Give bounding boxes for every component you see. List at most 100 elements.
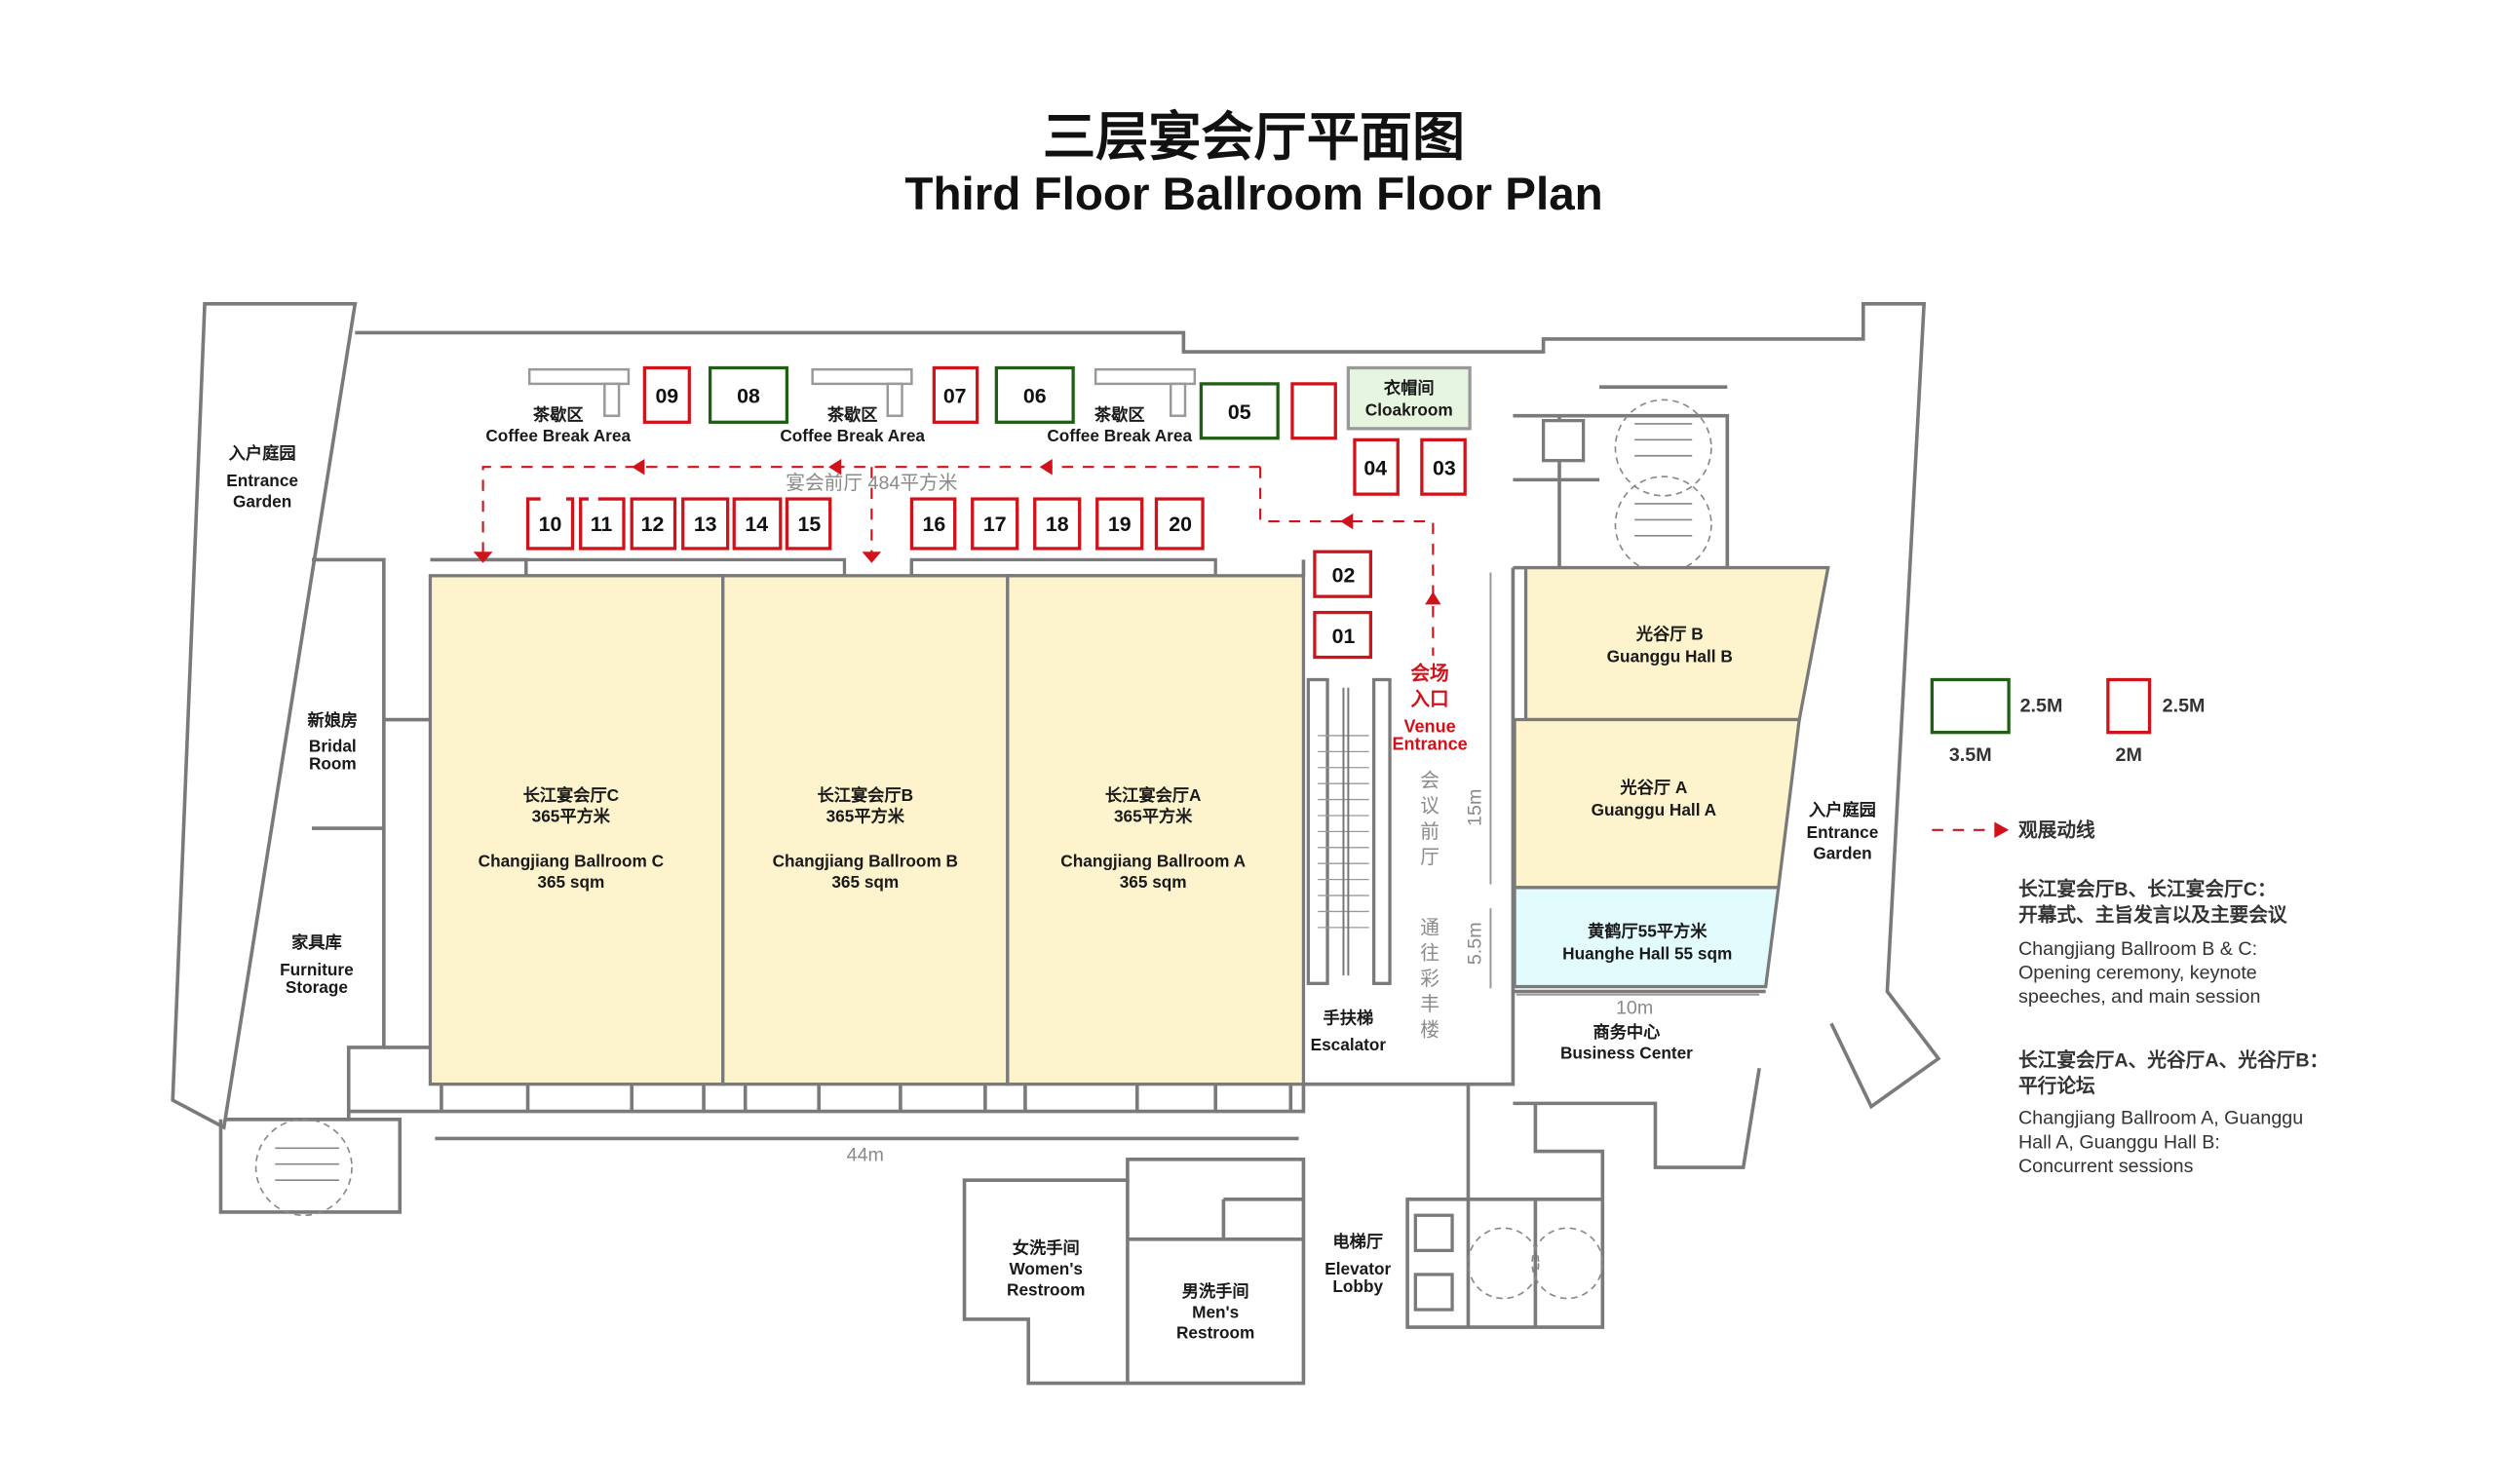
huanghe-hall[interactable]: 黄鹤厅55平方米 Huanghe Hall 55 sqm	[1513, 886, 1781, 989]
svg-text:08: 08	[737, 385, 760, 408]
booth-05[interactable]: 05	[1199, 382, 1280, 440]
svg-text:衣帽间: 衣帽间	[1384, 378, 1435, 398]
booth-18[interactable]: 18	[1033, 497, 1082, 551]
svg-text:Room: Room	[309, 753, 357, 773]
guanggu-hall-b[interactable]: 光谷厅 B Guanggu Hall B	[1523, 565, 1830, 722]
svg-text:18: 18	[1046, 513, 1069, 536]
svg-text:厅: 厅	[1420, 847, 1439, 868]
svg-text:长江宴会厅A: 长江宴会厅A	[1105, 785, 1202, 805]
ballroom-c[interactable]: 长江宴会厅C 365平方米 Changjiang Ballroom C 365 …	[428, 574, 725, 1086]
svg-text:Restroom: Restroom	[1176, 1323, 1254, 1343]
furniture-storage: 家具库 Furniture Storage	[280, 932, 354, 997]
svg-text:长江宴会厅B: 长江宴会厅B	[818, 785, 914, 805]
dimension-5-5m: 5.5m	[1465, 922, 1486, 965]
booth-06[interactable]: 06	[994, 365, 1075, 424]
svg-text:Business Center: Business Center	[1560, 1043, 1693, 1062]
svg-text:家具库: 家具库	[291, 932, 342, 952]
booth-03[interactable]: 03	[1420, 438, 1467, 496]
svg-text:Hall A, Guanggu Hall B:: Hall A, Guanggu Hall B:	[2018, 1131, 2220, 1153]
booth-17[interactable]: 17	[971, 497, 1019, 551]
booth-14[interactable]: 14	[732, 497, 783, 551]
svg-text:Changjiang Ballroom C: Changjiang Ballroom C	[479, 852, 664, 871]
svg-text:彩: 彩	[1420, 969, 1439, 990]
svg-text:09: 09	[655, 385, 678, 408]
entrance-garden-left: 入户庭园 Entrance Garden	[226, 443, 298, 511]
svg-text:365平方米: 365平方米	[1114, 807, 1193, 826]
booth-01[interactable]: 01	[1313, 610, 1372, 660]
svg-text:Opening ceremony, keynote: Opening ceremony, keynote	[2018, 962, 2257, 983]
svg-text:电梯厅: 电梯厅	[1332, 1232, 1383, 1251]
guanggu-hall-a[interactable]: 光谷厅 A Guanggu Hall A	[1513, 717, 1802, 890]
booth-10[interactable]: 10	[525, 497, 575, 551]
booth-12[interactable]: 12	[630, 497, 677, 551]
booth-20[interactable]: 20	[1154, 497, 1205, 551]
svg-text:光谷厅 A: 光谷厅 A	[1619, 778, 1687, 797]
booth-19[interactable]: 19	[1095, 497, 1144, 551]
svg-text:01: 01	[1332, 625, 1356, 648]
booth-09[interactable]: 09	[642, 365, 691, 424]
visitor-route	[473, 459, 1441, 656]
bridal-room[interactable]: 新娘房 Bridal Room	[307, 710, 358, 773]
foyer-label: 宴会前厅 484平方米	[786, 472, 957, 494]
svg-text:3.5M: 3.5M	[1949, 744, 1992, 766]
booth-13[interactable]: 13	[681, 497, 730, 551]
elevator-lobby: 电梯厅 Elevator Lobby	[1324, 1232, 1391, 1296]
cloakroom[interactable]: 衣帽间 Cloakroom	[1346, 365, 1472, 431]
title-zh: 三层宴会厅平面图	[1043, 107, 1465, 167]
svg-text:黄鹤厅55平方米: 黄鹤厅55平方米	[1588, 922, 1708, 941]
svg-text:Entrance: Entrance	[226, 471, 298, 490]
svg-text:14: 14	[745, 513, 768, 536]
legend-route: 观展动线	[1932, 818, 2095, 841]
svg-text:Guanggu Hall A: Guanggu Hall A	[1592, 800, 1717, 819]
booth-02[interactable]: 02	[1313, 550, 1372, 598]
svg-text:Garden: Garden	[1813, 843, 1871, 862]
svg-text:商务中心: 商务中心	[1593, 1022, 1661, 1042]
svg-text:365 sqm: 365 sqm	[1120, 872, 1187, 892]
svg-text:Elevator: Elevator	[1324, 1259, 1391, 1278]
svg-text:观展动线: 观展动线	[2018, 818, 2095, 841]
entrance-garden-right: 入户庭园 Entrance Garden	[1807, 800, 1879, 862]
coffee-counters	[527, 367, 1197, 417]
svg-text:前: 前	[1420, 821, 1439, 843]
booth-11[interactable]: 11	[579, 497, 626, 551]
svg-text:19: 19	[1108, 513, 1132, 536]
booth-07[interactable]: 07	[932, 365, 979, 424]
svg-text:07: 07	[943, 385, 967, 408]
dimension-10m: 10m	[1616, 997, 1653, 1018]
svg-text:往: 往	[1420, 943, 1439, 965]
legend-note-2: 长江宴会厅A、光谷厅A、光谷厅B： 平行论坛 Changjiang Ballro…	[2018, 1049, 2328, 1177]
legend-green-booth: 2.5M 3.5M	[1930, 677, 2062, 766]
svg-text:入户庭园: 入户庭园	[229, 443, 296, 463]
svg-text:楼: 楼	[1420, 1019, 1439, 1041]
business-center[interactable]: 商务中心 Business Center	[1560, 1022, 1693, 1062]
svg-text:Escalator: Escalator	[1311, 1035, 1387, 1054]
escalator-label: 手扶梯 Escalator	[1311, 1008, 1387, 1054]
ballroom-b[interactable]: 长江宴会厅B 365平方米 Changjiang Ballroom B 365 …	[721, 574, 1010, 1086]
svg-text:16: 16	[922, 513, 945, 536]
booth-08[interactable]: 08	[708, 365, 789, 424]
booth-04[interactable]: 04	[1353, 438, 1400, 496]
svg-text:365平方米: 365平方米	[826, 807, 905, 826]
svg-text:11: 11	[591, 513, 613, 536]
booth-16[interactable]: 16	[909, 497, 957, 551]
svg-text:Changjiang Ballroom A: Changjiang Ballroom A	[1060, 852, 1246, 871]
svg-text:入户庭园: 入户庭园	[1809, 800, 1876, 819]
svg-text:Women's: Women's	[1009, 1259, 1083, 1278]
coffee-break-area-3: 茶歇区 Coffee Break Area	[1047, 405, 1192, 445]
svg-text:会: 会	[1420, 770, 1439, 791]
svg-text:丰: 丰	[1420, 994, 1439, 1015]
ballroom-a[interactable]: 长江宴会厅A 365平方米 Changjiang Ballroom A 365 …	[1006, 574, 1306, 1086]
svg-text:10: 10	[539, 513, 562, 536]
svg-text:Storage: Storage	[286, 977, 348, 997]
svg-text:通: 通	[1420, 917, 1439, 938]
dimension-15m: 15m	[1465, 789, 1486, 826]
svg-text:06: 06	[1023, 385, 1047, 408]
booth-15[interactable]: 15	[785, 497, 832, 551]
coffee-break-area-1: 茶歇区 Coffee Break Area	[485, 405, 631, 445]
booths: 09 08 07 06 05 04 03 10 11 12 13 14 15 1…	[525, 365, 1467, 660]
legend-red-booth: 2.5M 2M	[2106, 677, 2205, 766]
booth-unnumbered[interactable]	[1290, 382, 1337, 440]
svg-text:Huanghe Hall 55 sqm: Huanghe Hall 55 sqm	[1562, 944, 1732, 964]
coffee-break-area-2: 茶歇区 Coffee Break Area	[780, 405, 925, 445]
